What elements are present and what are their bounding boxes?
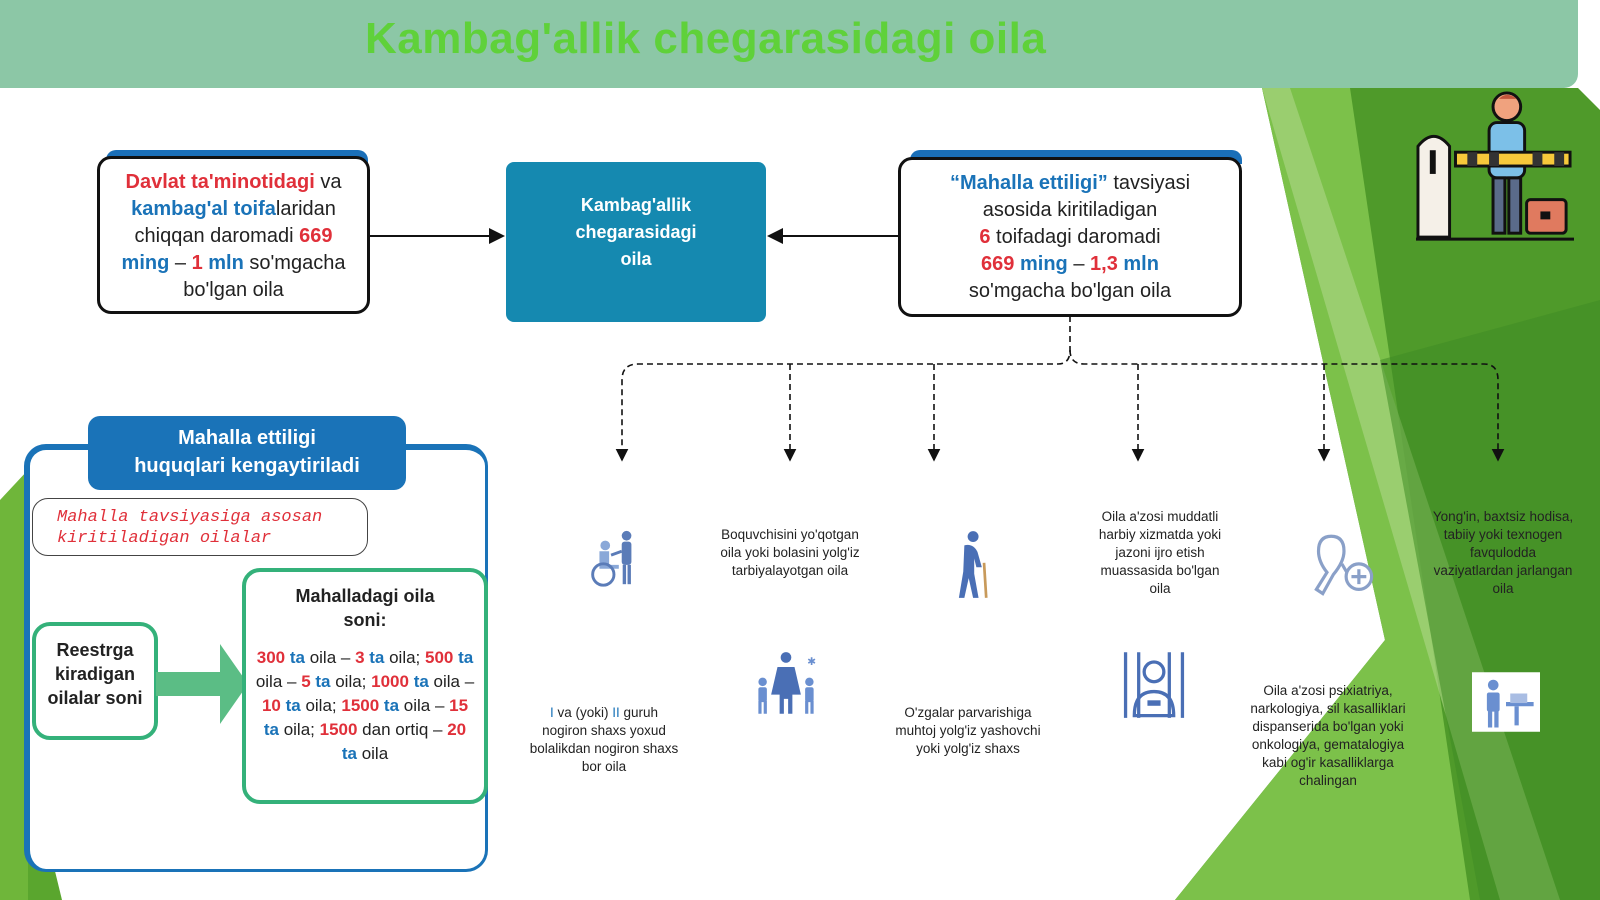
count-entry: 1500 dan ortiq – 20 ta oila bbox=[319, 720, 467, 763]
left-criteria-box: Davlat ta'minotidagi va kambag'al toifal… bbox=[97, 156, 370, 314]
count-entry: 500 ta oila – 5 ta oila; bbox=[255, 648, 474, 691]
wheelchair-icon bbox=[591, 530, 632, 587]
count-list: 300 ta oila – 3 ta oila; 500 ta oila – 5… bbox=[252, 646, 478, 766]
recommendation-note: Mahalla tavsiyasiga asosan kiritiladigan… bbox=[32, 498, 368, 556]
caption-illness: Oila a'zosi psixiatriya, narkologiya, si… bbox=[1250, 683, 1406, 788]
family-count-box: Mahalladagi oila soni: 300 ta oila – 3 t… bbox=[242, 568, 488, 804]
elderly-person-icon bbox=[958, 531, 988, 598]
count-entry: 300 ta oila – 3 ta oila; bbox=[256, 648, 426, 667]
caption-military-prison: Oila a'zosi muddatli harbiy xizmatda yok… bbox=[1098, 509, 1222, 596]
office-worker-icon bbox=[1472, 672, 1540, 732]
caption-disaster: Yong'in, baxtsiz hodisa, tabiiy yoki tex… bbox=[1432, 509, 1574, 596]
right-criteria-box: “Mahalla ettiligi” tavsiyasi asosida kir… bbox=[898, 157, 1242, 317]
center-concept-box: Kambag'allik chegarasidagi oila bbox=[506, 162, 766, 322]
page-title: Kambag'allik chegarasidagi oila bbox=[365, 14, 1047, 63]
caption-elderly: O'zgalar parvarishiga muhtoj yolg'iz yas… bbox=[895, 705, 1041, 756]
panel-heading: Mahalla ettiligi huquqlari kengaytirilad… bbox=[88, 416, 406, 490]
prisoner-icon bbox=[1123, 652, 1185, 718]
barrier-guard-icon bbox=[1416, 91, 1574, 241]
caption-lost-breadwinner: Boquvchisini yo'qotgan oila yoki bolasin… bbox=[720, 527, 860, 578]
big-arrow-icon bbox=[156, 644, 248, 724]
caption-disabled: I va (yoki) II guruh nogiron shaxs yoxud… bbox=[529, 705, 679, 774]
header-bar: Kambag'allik chegarasidagi oila bbox=[0, 0, 1578, 88]
count-entry: 1500 ta oila – 15 ta oila; bbox=[263, 696, 469, 739]
family-icon: ✱ bbox=[758, 652, 816, 714]
registry-count-box: Reestrga kiradigan oilalar soni bbox=[32, 622, 158, 740]
svg-text:✱: ✱ bbox=[807, 656, 816, 668]
medical-ribbon-icon bbox=[1314, 534, 1374, 596]
count-entry: 1000 ta oila – 10 ta oila; bbox=[261, 672, 475, 715]
